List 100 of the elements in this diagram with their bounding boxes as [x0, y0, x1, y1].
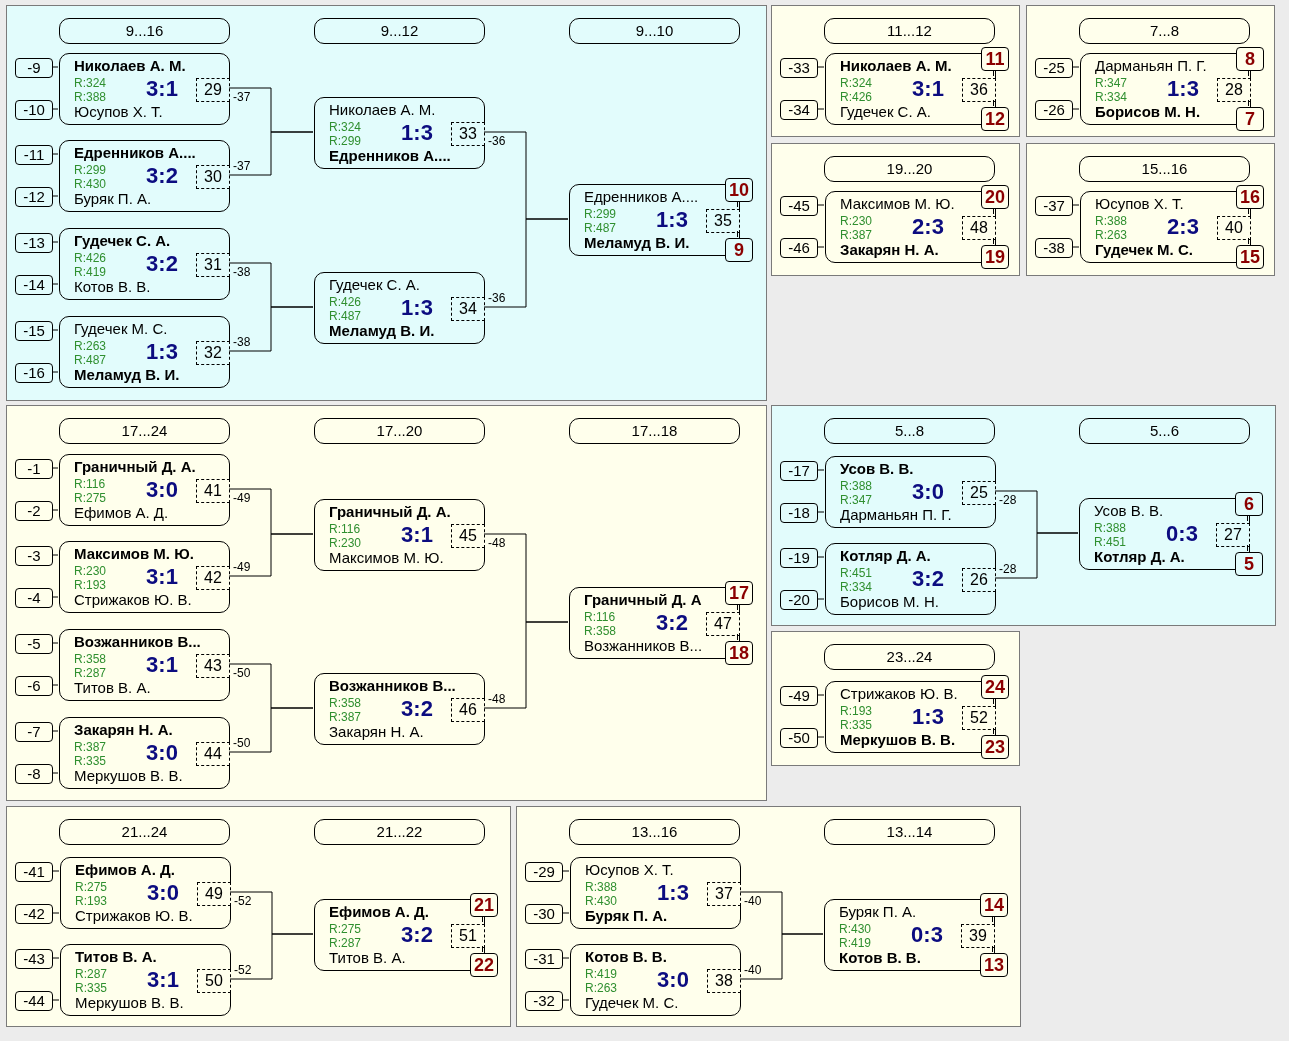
match-score: 1:3: [1166, 78, 1200, 100]
seed-label: -15: [15, 321, 53, 341]
round-header: 17...24: [59, 418, 230, 444]
rating: R:263: [1095, 229, 1128, 242]
player-name: Юсупов Х. Т.: [74, 104, 163, 120]
rating: R:419: [585, 968, 618, 981]
rating: R:426: [74, 252, 107, 265]
connector-line: [993, 99, 994, 107]
connector-line: [1248, 237, 1249, 245]
place-number: 8: [1236, 47, 1264, 71]
player-name: Гудечек М. С.: [74, 321, 168, 337]
match-number: 25: [962, 481, 996, 505]
match-score: 2:3: [1166, 216, 1200, 238]
match-number: 51: [451, 924, 485, 948]
player-name: Гудечек С. А.: [74, 233, 171, 249]
rating: R:116: [74, 478, 106, 491]
rating: R:388: [1094, 522, 1127, 535]
match-score: 3:2: [145, 165, 179, 187]
connector-line: [993, 727, 994, 735]
match-box: [314, 499, 485, 571]
match-score: 2:3: [911, 216, 945, 238]
connector-line: [482, 915, 483, 923]
rating: R:335: [840, 719, 873, 732]
match-score: 1:3: [911, 706, 945, 728]
connector-line: [816, 469, 825, 471]
rating: R:335: [74, 755, 107, 768]
match-box: [825, 456, 996, 528]
connector-line: [992, 915, 993, 923]
connector-line: [51, 241, 59, 243]
rating: R:230: [329, 537, 362, 550]
place-number: 7: [1236, 107, 1264, 131]
seed-label: -19: [780, 548, 818, 568]
player-name: Буряк П. А.: [74, 191, 152, 207]
seed-label: -16: [15, 363, 53, 383]
edge-label: -37: [232, 160, 252, 172]
player-name: Дарманьян П. Г.: [840, 507, 952, 523]
place-number: 9: [725, 238, 753, 262]
player-name: Дарманьян П. Г.: [1095, 58, 1207, 74]
connector-line: [816, 556, 825, 558]
match-score: 3:1: [911, 78, 945, 100]
match-number: 30: [196, 165, 230, 189]
round-header: 7...8: [1079, 18, 1250, 44]
seed-label: -32: [525, 991, 563, 1011]
edge-label: -52: [233, 964, 253, 976]
panel: [771, 143, 1020, 276]
edge-label: -40: [743, 895, 763, 907]
rating: R:275: [74, 492, 107, 505]
player-name: Усов В. В.: [840, 461, 914, 477]
connector-line: [816, 204, 825, 206]
match-number: 47: [706, 612, 740, 636]
player-name: Стрижаков Ю. В.: [75, 908, 193, 924]
seed-label: -2: [15, 501, 53, 521]
match-box: [314, 673, 485, 745]
seed-label: -7: [15, 722, 53, 742]
connector-line: [51, 642, 59, 644]
seed-label: -9: [15, 58, 53, 78]
rating: R:275: [75, 881, 108, 894]
round-header: 13...14: [824, 819, 995, 845]
match-score: 3:2: [400, 924, 434, 946]
rating: R:430: [585, 895, 618, 908]
match-number: 36: [962, 78, 996, 102]
round-header: 9...16: [59, 18, 230, 44]
rating: R:334: [840, 581, 873, 594]
match-score: 1:3: [400, 122, 434, 144]
rating: R:193: [75, 895, 108, 908]
rating: R:419: [74, 266, 107, 279]
panel: [6, 405, 767, 801]
seed-label: -20: [780, 590, 818, 610]
seed-label: -17: [780, 461, 818, 481]
match-score: 3:1: [145, 566, 179, 588]
connector-line: [1071, 108, 1080, 110]
connector-line: [1071, 66, 1080, 68]
rating: R:347: [840, 494, 873, 507]
round-header: 17...18: [569, 418, 740, 444]
panel: [771, 405, 1276, 626]
seed-label: -11: [15, 145, 53, 165]
rating: R:116: [329, 523, 361, 536]
player-name: Николаев А. М.: [840, 58, 952, 74]
connector-line: [1248, 207, 1249, 215]
edge-label: -36: [487, 135, 507, 147]
connector-line: [228, 131, 314, 176]
player-name: Стрижаков Ю. В.: [840, 686, 958, 702]
connector-line: [228, 306, 314, 352]
rating: R:263: [585, 982, 618, 995]
seed-label: -43: [15, 949, 53, 969]
connector-line: [228, 533, 314, 577]
match-box: [570, 944, 741, 1016]
edge-label: -49: [232, 561, 252, 573]
rating: R:451: [840, 567, 873, 580]
match-number: 44: [196, 742, 230, 766]
player-name: Титов В. А.: [74, 680, 151, 696]
player-name: Закарян Н. А.: [74, 722, 173, 738]
rating: R:324: [74, 77, 107, 90]
panel: [771, 5, 1020, 137]
place-number: 11: [981, 47, 1009, 71]
player-name: Борисов М. Н.: [1095, 104, 1201, 120]
edge-label: -38: [232, 266, 252, 278]
match-score: 3:0: [145, 479, 179, 501]
rating: R:387: [840, 229, 873, 242]
player-name: Возжанников В...: [584, 638, 703, 654]
